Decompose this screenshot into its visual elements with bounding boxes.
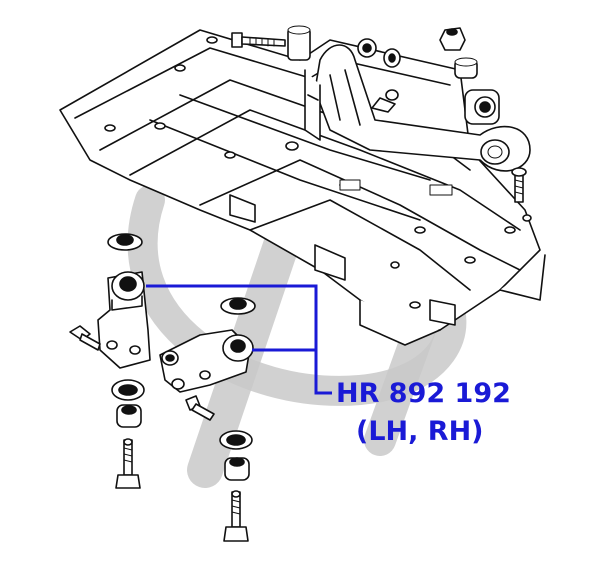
- rear-subframe: [59, 29, 546, 346]
- top-hardware: [231, 25, 527, 203]
- upper-control-arm: [304, 44, 531, 172]
- callout-leader-lines: [146, 284, 332, 395]
- sides-label: (LH, RH): [356, 416, 484, 447]
- part-number-label: HR 892 192: [336, 378, 511, 409]
- left-mount-bracket: [69, 233, 151, 489]
- right-mount-bracket: [159, 297, 256, 542]
